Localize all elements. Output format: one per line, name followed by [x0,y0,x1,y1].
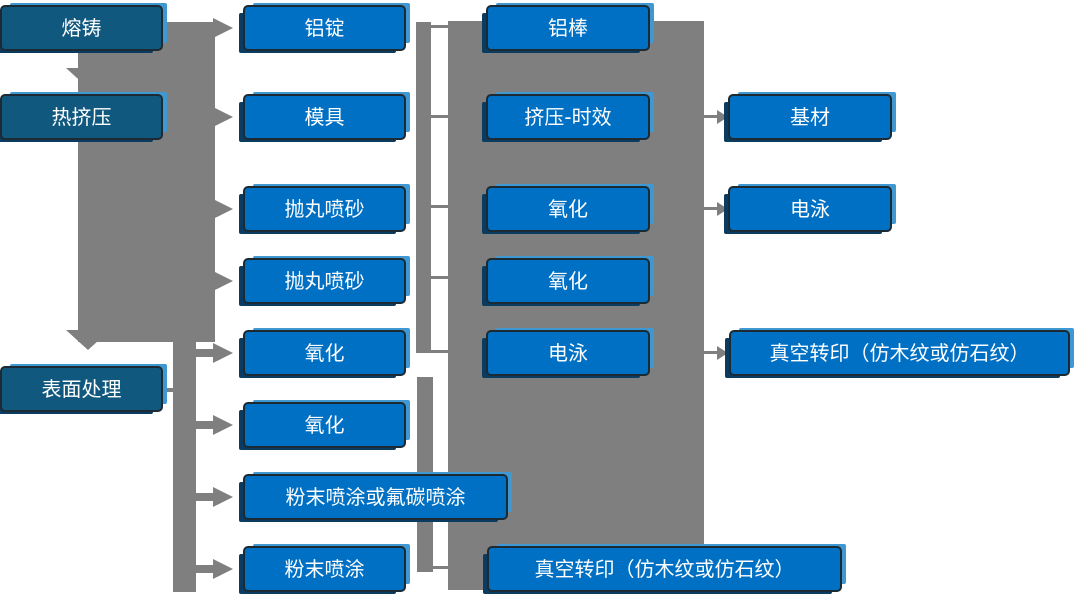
node-extrusion-aging: 挤压-时效 [486,94,650,140]
arrow-right-to-oxidation-2 [213,415,233,435]
arrow-right-to-shot-blasting-1 [213,199,233,219]
node-electrophoresis-1: 电泳 [486,330,650,376]
node-vacuum-transfer-print-2: 真空转印（仿木纹或仿石纹） [729,330,1070,376]
arrow-stem-oxidation-1 [195,349,215,357]
connector-link-row-mold [431,115,448,118]
node-shot-blasting-2: 抛丸喷砂 [243,258,406,304]
arrow-right-to-aluminum-ingot [213,18,233,38]
node-oxidation-1: 氧化 [243,330,406,376]
node-powder-coating: 粉末喷涂 [243,546,406,592]
arrow-right-to-powder-fluorocarbon [213,487,233,507]
node-surface-treatment: 表面处理 [0,366,163,412]
arrow-right-to-oxidation-1 [213,343,233,363]
node-powder-or-fluorocarbon-coating: 粉末喷涂或氟碳喷涂 [243,474,508,520]
arrow-right-to-shot-blasting-2 [213,271,233,291]
arrow-right-to-base-material [717,110,728,124]
node-aluminum-ingot: 铝锭 [243,5,406,51]
arrow-stem-to-vacuum-print [704,351,718,354]
connector-link-row-blasting-2 [431,276,448,279]
arrow-stem-to-electrophoresis [704,207,718,210]
arrow-down-melt-to-extrusion [66,68,110,88]
node-oxidation-4: 氧化 [486,258,650,304]
node-base-material: 基材 [728,94,892,140]
arrow-stem-powder-fluorocarbon [195,493,215,501]
arrow-stem-oxidation-2 [195,421,215,429]
node-vacuum-transfer-print-1: 真空转印（仿木纹或仿石纹） [487,546,842,592]
arrow-down-extrusion-to-surface [66,330,110,350]
node-mold: 模具 [243,94,406,140]
node-oxidation-3: 氧化 [486,186,650,232]
connector-mid-bar-upper [416,22,431,353]
connector-link-row-blasting-1 [431,205,448,208]
node-oxidation-2: 氧化 [243,402,406,448]
arrow-right-to-electrophoresis [717,202,728,216]
node-aluminum-rod: 铝棒 [486,5,650,51]
node-hot-extrusion: 热挤压 [0,94,163,140]
connector-surface-treatment-link [163,388,175,392]
node-shot-blasting-1: 抛丸喷砂 [243,186,406,232]
arrow-stem-powder-coating [195,565,215,573]
connector-link-row-oxidation [431,350,448,353]
connector-surface-treatment-bar [173,340,196,592]
node-electrophoresis-2: 电泳 [728,186,892,232]
arrow-stem-to-base-material [704,115,718,118]
connector-link-row-vacuum-print [433,566,448,569]
arrow-right-to-mold [213,107,233,127]
arrow-right-to-vacuum-print [717,346,728,360]
node-melt-casting: 熔铸 [0,5,163,51]
arrow-right-to-powder-coating [213,559,233,579]
connector-link-row-aluminum [431,25,448,28]
